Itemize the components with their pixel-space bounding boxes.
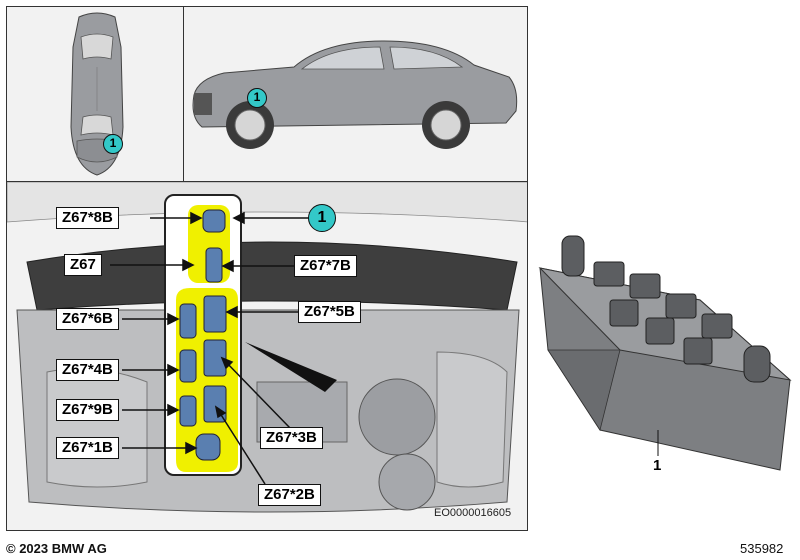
label-z67-9b: Z67*9B xyxy=(56,399,119,421)
label-z67-7b: Z67*7B xyxy=(294,255,357,277)
callout-side-view[interactable]: 1 xyxy=(247,88,267,108)
copyright-text: © 2023 BMW AG xyxy=(6,541,107,556)
label-z67-1b: Z67*1B xyxy=(56,437,119,459)
junction-box-outline xyxy=(164,194,242,476)
label-z67-3b: Z67*3B xyxy=(260,427,323,449)
diagram-number: 535982 xyxy=(740,541,784,556)
callout-top-view[interactable]: 1 xyxy=(103,134,123,154)
label-z67-4b: Z67*4B xyxy=(56,359,119,381)
part-number-label: 1 xyxy=(653,457,662,474)
side-view-panel xyxy=(183,6,528,182)
car-side-view-illustration xyxy=(192,40,518,149)
engine-bay-illustration xyxy=(7,182,527,513)
label-z67-8b: Z67*8B xyxy=(56,207,119,229)
callout-engine-bay[interactable]: 1 xyxy=(308,204,336,232)
label-z67: Z67 xyxy=(64,254,102,276)
top-view-panel xyxy=(6,6,184,182)
car-top-view-illustration xyxy=(70,12,124,176)
label-z67-2b: Z67*2B xyxy=(258,484,321,506)
label-z67-5b: Z67*5B xyxy=(298,301,361,323)
label-z67-6b: Z67*6B xyxy=(56,308,119,330)
engine-bay-panel xyxy=(6,181,528,531)
image-code: EO0000016605 xyxy=(434,507,512,519)
